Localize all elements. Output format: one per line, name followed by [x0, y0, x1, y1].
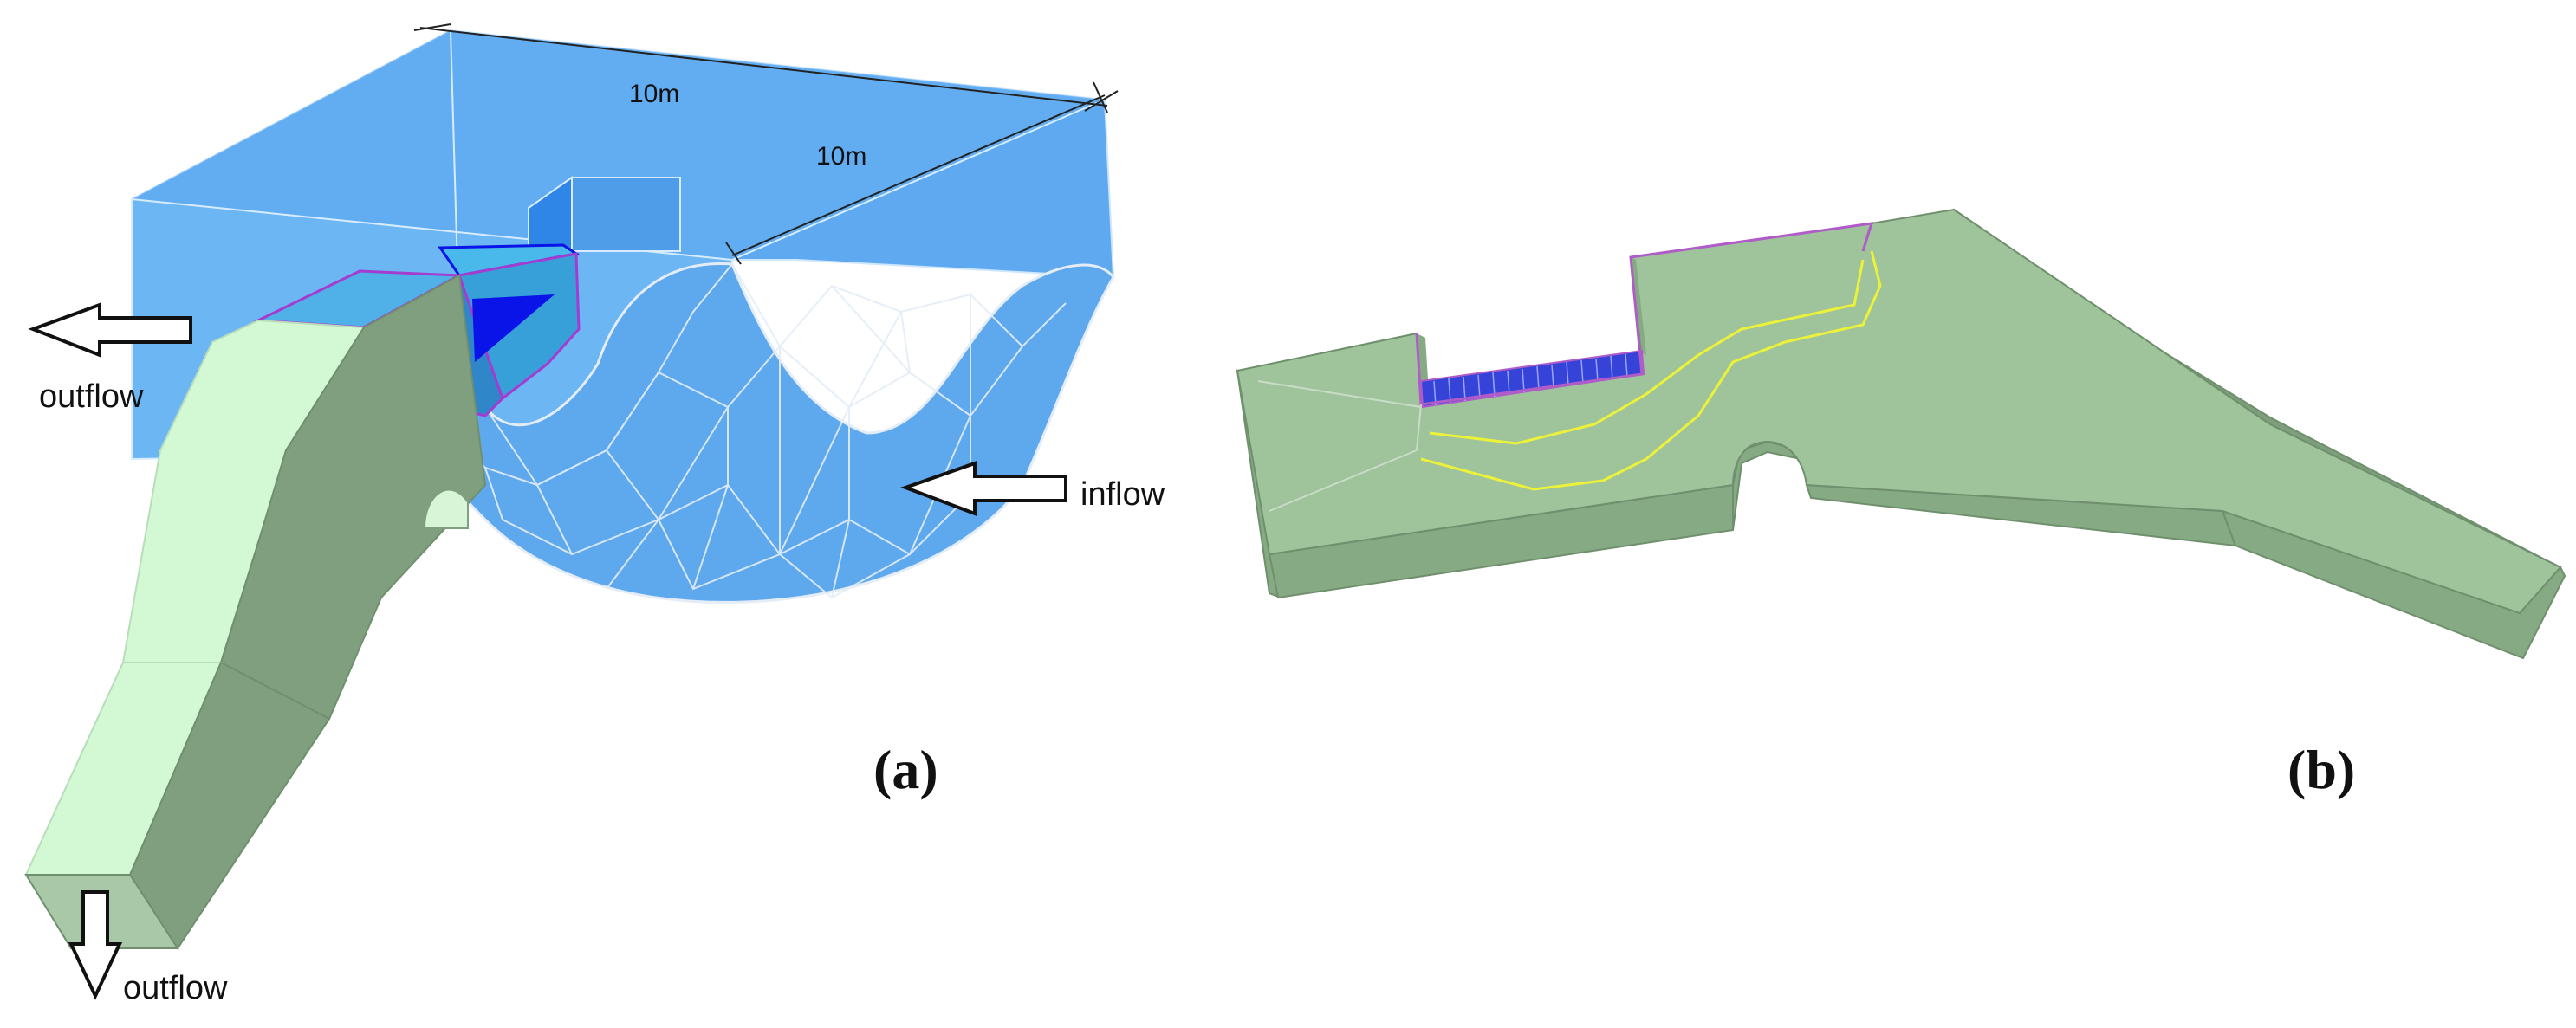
- dimension-line-top: [419, 27, 1108, 107]
- weir-outline: [1415, 222, 1874, 406]
- channel-arch: [423, 488, 469, 529]
- dimension-line-right: [731, 94, 1106, 256]
- weir-blue-triangle: [472, 294, 555, 362]
- label-inflow: inflow: [1080, 476, 1165, 513]
- dimension-label-right: 10m: [816, 142, 866, 171]
- arrow-left-icon: [900, 461, 1067, 516]
- label-outflow-left: outflow: [39, 378, 144, 415]
- yellow-flow-lines: [1420, 250, 1882, 491]
- tank-edge: [731, 99, 1106, 261]
- panel-b-model: [1236, 208, 2566, 660]
- caption-b: (b): [2287, 739, 2355, 800]
- arrow-left-icon: [28, 302, 192, 358]
- dimension-label-top: 10m: [629, 80, 679, 108]
- dimension-tick: [725, 242, 742, 265]
- mesh-basin: [371, 262, 1115, 604]
- caption-a: (a): [873, 739, 938, 800]
- dimension-tick: [413, 23, 451, 31]
- weir-block-right: [457, 252, 581, 401]
- central-block: [571, 177, 681, 252]
- slab-top-face: [1236, 208, 2562, 615]
- pit-wall-right: [1631, 257, 1646, 355]
- label-outflow-bottom: outflow: [123, 970, 228, 1006]
- dimension-tick: [1084, 90, 1119, 112]
- mesh-lines: [432, 262, 1067, 599]
- panel-a-model: 10m 10m outflow inflow outflow: [24, 23, 1165, 1006]
- slab-faint-lines: [1257, 380, 1422, 512]
- arrow-down-icon: [68, 890, 123, 1000]
- tank-top-face: [132, 30, 1105, 260]
